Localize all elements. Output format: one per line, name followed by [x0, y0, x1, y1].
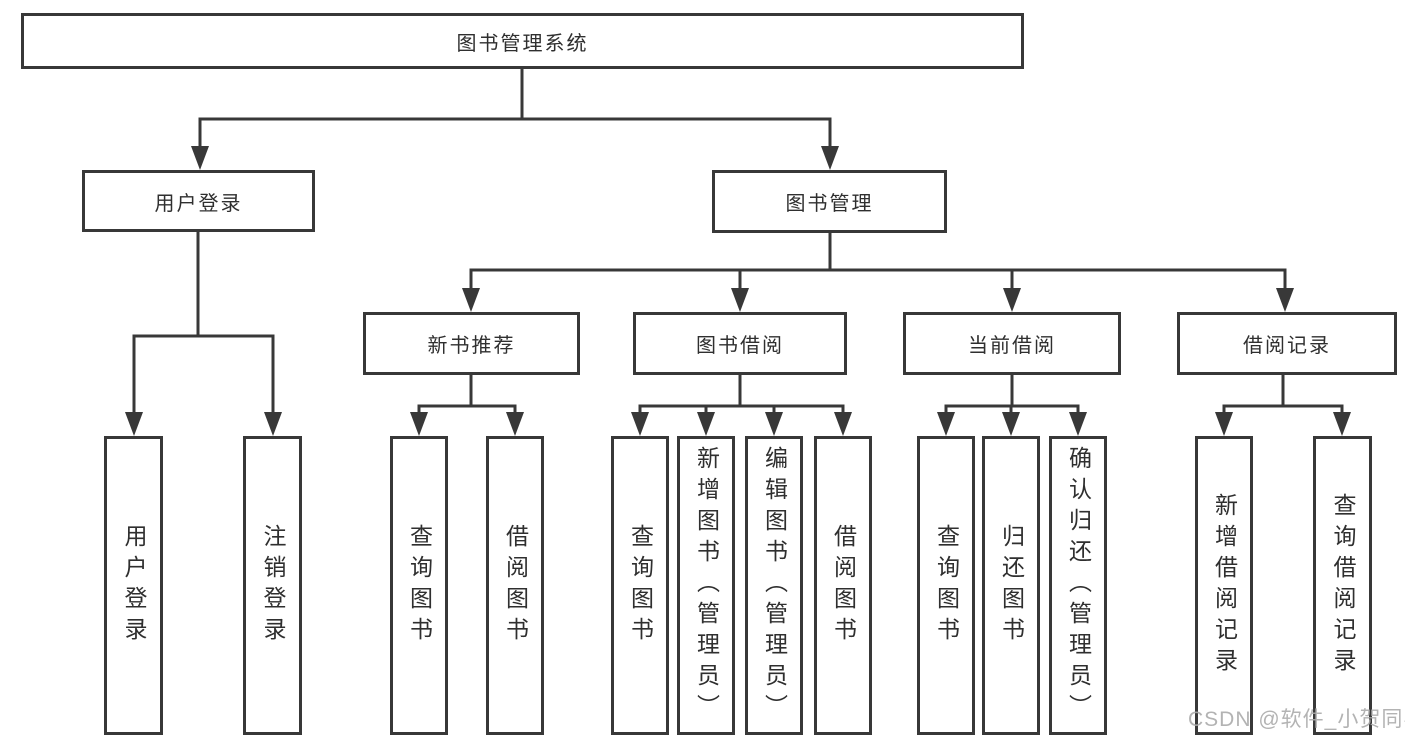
- node-borrow-record: 借阅记录: [1177, 312, 1397, 375]
- node-book-management: 图书管理: [712, 170, 947, 233]
- leaf-current-query-books: 查询图书: [917, 436, 975, 735]
- node-root: 图书管理系统: [21, 13, 1024, 69]
- node-book-borrow-label: 图书借阅: [696, 335, 784, 357]
- leaf-recommend-borrow-books-label: 借阅图书: [502, 523, 529, 648]
- node-book-management-label: 图书管理: [785, 193, 874, 215]
- watermark: CSDN @软件_小贺同学: [1188, 708, 1405, 731]
- node-borrow-record-label: 借阅记录: [1243, 335, 1331, 357]
- node-user-login-label: 用户登录: [154, 192, 243, 215]
- leaf-add-borrow-record: 新增借阅记录: [1195, 436, 1253, 735]
- leaf-add-borrow-record-label: 新增借阅记录: [1211, 492, 1238, 679]
- leaf-borrow-books-label: 借阅图书: [830, 523, 857, 648]
- leaf-add-books-admin-label: 新增图书（管理员）: [693, 446, 720, 725]
- leaf-recommend-query-books: 查询图书: [390, 436, 448, 735]
- node-new-book-recommend: 新书推荐: [363, 312, 580, 375]
- leaf-borrow-query-books: 查询图书: [611, 436, 669, 735]
- leaf-borrow-books: 借阅图书: [814, 436, 872, 735]
- leaf-recommend-borrow-books: 借阅图书: [486, 436, 544, 735]
- leaf-user-login: 用户登录: [104, 436, 163, 735]
- leaf-add-books-admin: 新增图书（管理员）: [677, 436, 735, 735]
- node-book-borrow: 图书借阅: [633, 312, 847, 375]
- node-root-label: 图书管理系统: [456, 32, 589, 55]
- leaf-return-books-label: 归还图书: [998, 523, 1025, 648]
- node-new-book-recommend-label: 新书推荐: [427, 335, 516, 357]
- leaf-borrow-query-books-label: 查询图书: [627, 523, 654, 648]
- leaf-edit-books-admin-label: 编辑图书（管理员）: [761, 446, 788, 725]
- leaf-recommend-query-books-label: 查询图书: [406, 523, 433, 648]
- leaf-confirm-return-admin: 确认归还（管理员）: [1049, 436, 1107, 735]
- leaf-logout: 注销登录: [243, 436, 302, 735]
- leaf-return-books: 归还图书: [982, 436, 1040, 735]
- node-user-login: 用户登录: [82, 170, 315, 232]
- leaf-query-borrow-record-label: 查询借阅记录: [1330, 492, 1356, 679]
- leaf-query-borrow-record: 查询借阅记录: [1313, 436, 1372, 735]
- leaf-user-login-label: 用户登录: [121, 523, 147, 648]
- leaf-edit-books-admin: 编辑图书（管理员）: [745, 436, 803, 735]
- node-current-borrow-label: 当前借阅: [968, 335, 1056, 357]
- leaf-confirm-return-admin-label: 确认归还（管理员）: [1065, 446, 1092, 725]
- leaf-logout-label: 注销登录: [260, 523, 286, 648]
- node-current-borrow: 当前借阅: [903, 312, 1121, 375]
- leaf-current-query-books-label: 查询图书: [933, 523, 960, 648]
